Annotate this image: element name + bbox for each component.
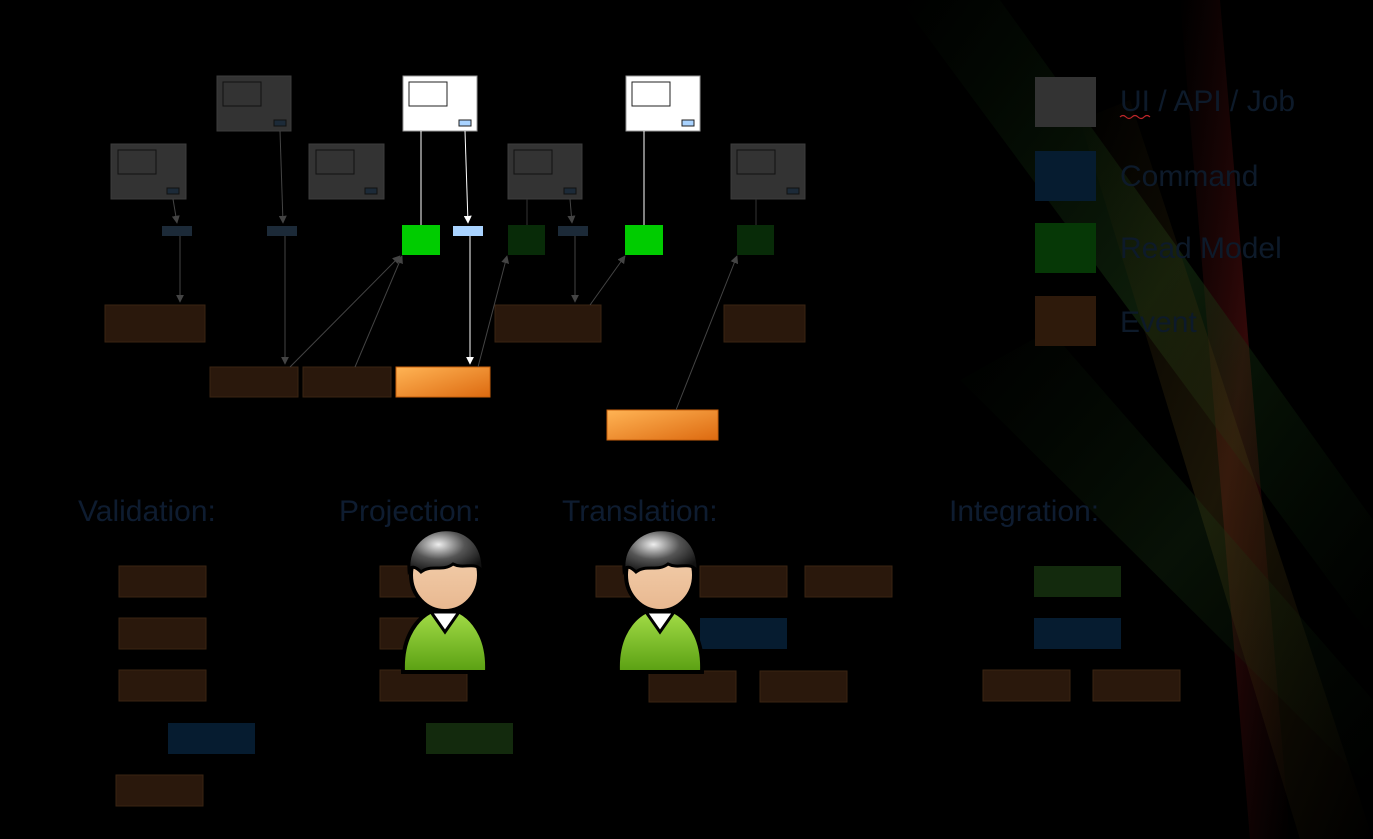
ui-screen-highlighted [625,75,701,132]
command-highlighted [453,226,483,236]
command [700,618,787,649]
legend-item-command: Command [1035,151,1258,201]
event [982,669,1071,702]
ui-screen [507,143,583,200]
command [168,723,255,754]
command [267,226,297,236]
read-model [426,723,513,754]
person-icon [615,528,705,674]
event-highlighted [395,366,491,398]
event [759,670,848,703]
legend-label: Command [1120,160,1258,193]
legend-label: UI / API / Job [1120,85,1295,118]
legend-label: Read Model [1120,232,1282,265]
command [558,226,588,236]
event [118,617,207,650]
section-title-validation: Validation: [78,495,216,528]
read-model [737,225,774,255]
read-model [508,225,545,255]
spellcheck-underline [1119,114,1151,120]
event [648,670,737,703]
event [115,774,204,807]
command [162,226,192,236]
legend-item-read-model: Read Model [1035,223,1282,273]
ui-screen [110,143,187,200]
section-title-integration: Integration: [949,495,1099,528]
event [494,304,602,343]
section-title-translation: Translation: [562,495,718,528]
person-icon [400,528,490,674]
event [302,366,392,398]
event [699,565,788,598]
command [1034,618,1121,649]
ui-screen [216,75,292,132]
read-model-highlighted [625,225,663,255]
event [118,565,207,598]
event [104,304,206,343]
event [379,669,468,702]
event [118,669,207,702]
ui-screen [730,143,806,200]
legend-item-event: Event [1035,296,1197,346]
legend: UI / API / Job Command Read Model Event [1035,77,1295,346]
event [723,304,806,343]
section-title-projection: Projection: [339,495,481,528]
pattern-integration [982,566,1181,702]
read-model-highlighted [402,225,440,255]
event-highlighted [606,409,719,441]
event [209,366,299,398]
pattern-validation [115,565,255,807]
ui-screen [308,143,385,200]
ui-screen-highlighted [402,75,478,132]
read-model [1034,566,1121,597]
event [804,565,893,598]
legend-label: Event [1120,306,1197,339]
flow-connectors [171,130,757,411]
pattern-translation [595,565,893,703]
legend-item-ui: UI / API / Job [1035,77,1295,127]
event [1092,669,1181,702]
